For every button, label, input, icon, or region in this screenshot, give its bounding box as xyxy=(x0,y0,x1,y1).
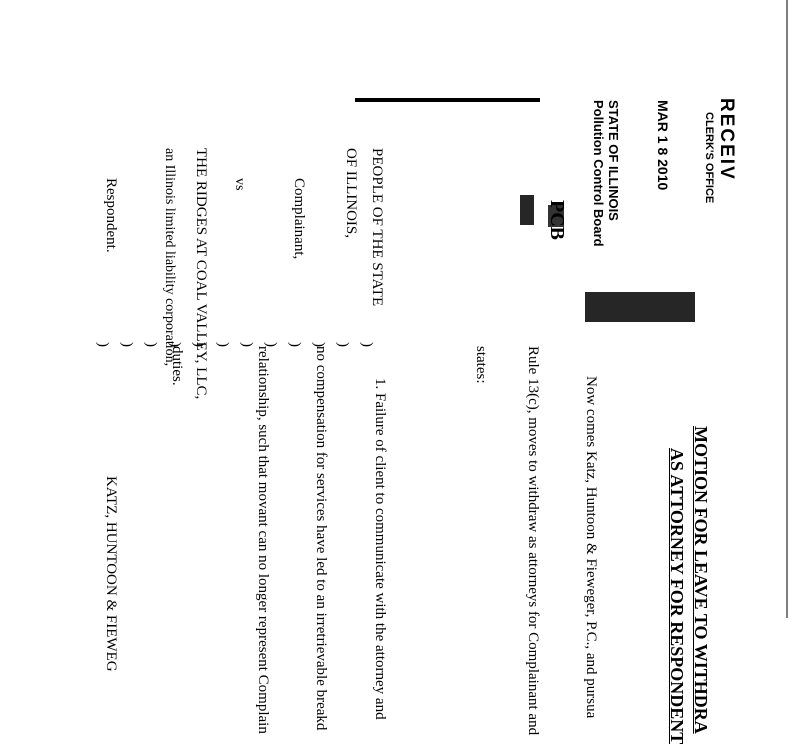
bracket-mark: ) xyxy=(191,342,207,347)
motion-title-2: AS ATTORNEY FOR RESPONDENT xyxy=(667,448,687,744)
defendant-role: Respondent. xyxy=(103,178,119,253)
intro-paragraph-3: states: xyxy=(473,346,489,384)
defendant-name: THE RIDGES AT COAL VALLEY, LLC, xyxy=(193,148,209,400)
case-number-redaction xyxy=(520,195,534,225)
defendant-name-2: an Illinois limited liability corporatio… xyxy=(162,148,177,367)
firm-signature: KATZ, HUNTOON & FIEWEG xyxy=(103,476,119,672)
caption-brackets: )))))))))))) xyxy=(95,336,390,356)
bracket-mark: ) xyxy=(215,342,231,347)
bracket-mark: ) xyxy=(119,342,135,347)
plaintiff-name-2: OF ILLINOIS, xyxy=(343,148,359,238)
stamp-date: MAR 1 8 2010 xyxy=(655,100,671,191)
page-edge xyxy=(786,0,788,618)
point-2: duties. xyxy=(169,346,185,386)
point-1-3: relationship, such that movant can no lo… xyxy=(255,346,271,734)
intro-paragraph-2: Rule 13(c), moves to withdraw as attorne… xyxy=(525,346,541,736)
bracket-mark: ) xyxy=(95,342,111,347)
bracket-mark: ) xyxy=(335,342,351,347)
case-number-redaction-2 xyxy=(548,205,564,227)
point-1: 1. Failure of client to communicate with… xyxy=(372,378,388,720)
plaintiff-role: Complainant, xyxy=(291,178,307,260)
plaintiff-name: PEOPLE OF THE STATE xyxy=(369,148,385,307)
stamp-office: CLERK'S OFFICE xyxy=(703,112,715,204)
stamp-state: STATE OF ILLINOIS xyxy=(606,100,621,221)
bracket-mark: ) xyxy=(239,342,255,347)
versus: vs xyxy=(232,178,247,191)
bracket-mark: ) xyxy=(287,342,303,347)
bracket-mark: ) xyxy=(143,342,159,347)
stamp-received: RECEIV xyxy=(716,98,737,181)
motion-title: MOTION FOR LEAVE TO WITHDRA xyxy=(691,426,711,734)
point-1-2: no compensation for services have led to… xyxy=(313,346,329,731)
scan-smudge xyxy=(585,292,695,322)
intro-paragraph: Now comes Katz, Huntoon & Fieweger, P.C.… xyxy=(583,376,599,719)
stamp-board: Pollution Control Board xyxy=(591,100,606,247)
case-label: PCB xyxy=(546,200,568,240)
bracket-mark: ) xyxy=(359,342,375,347)
scan-bar-top xyxy=(355,98,540,102)
